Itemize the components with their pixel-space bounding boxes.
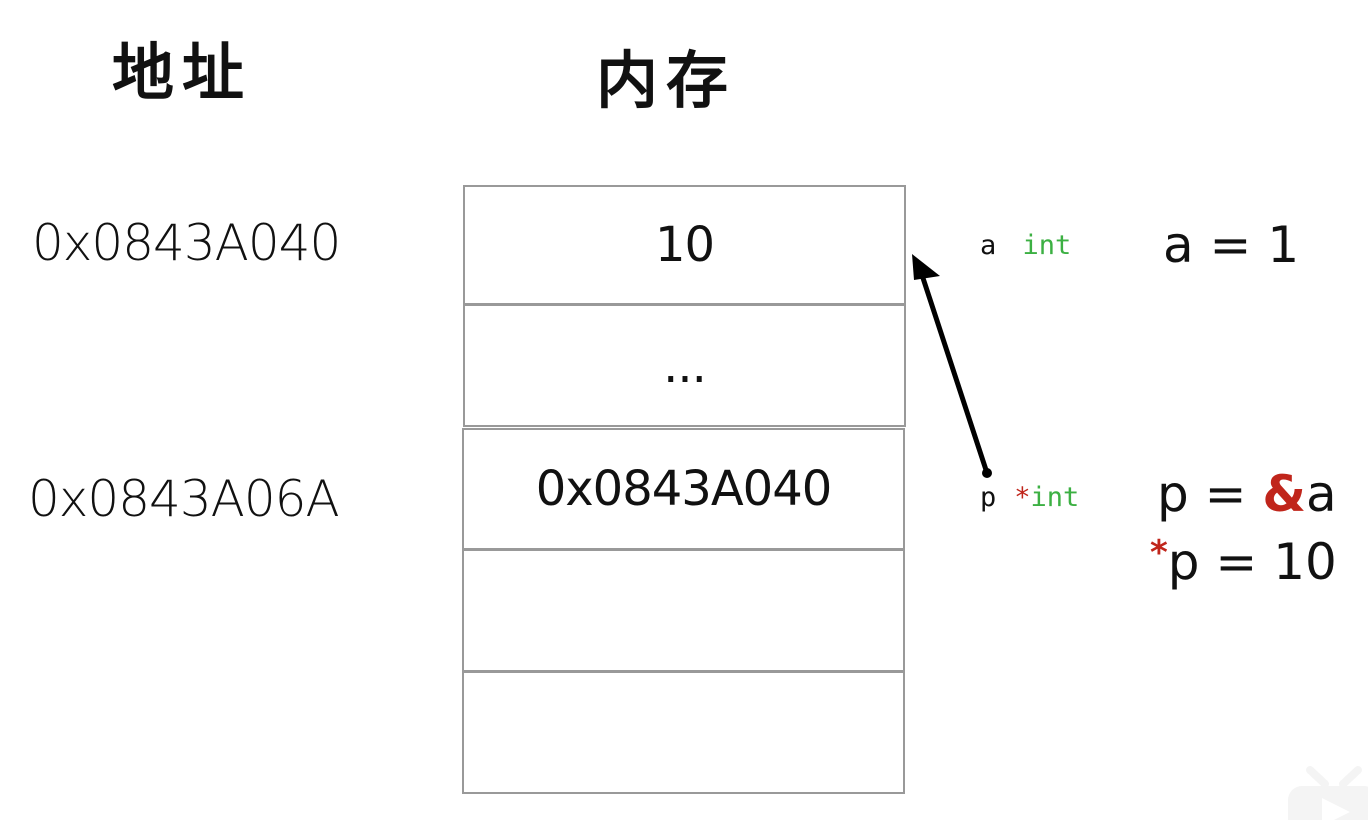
- memory-cell-empty-2: [462, 671, 905, 794]
- variable-type: int: [1022, 230, 1072, 261]
- memory-cell-empty-1: [462, 549, 905, 672]
- expr-text: p =: [1157, 465, 1263, 523]
- expression-a-assign: a = 1: [1163, 216, 1300, 274]
- memory-cell-p: 0x0843A040: [462, 428, 905, 550]
- pointer-star: *: [1014, 482, 1031, 513]
- variable-p: p *int: [980, 482, 1079, 513]
- variable-type: int: [1030, 482, 1080, 513]
- address-of-operator: &: [1262, 465, 1307, 523]
- address-label-a: 0x0843A040: [32, 214, 341, 272]
- memory-header: 内存: [596, 44, 737, 117]
- memory-cell-gap: ...: [463, 304, 906, 427]
- expr-text: a: [1306, 465, 1337, 523]
- expression-deref-assign: *p = 10: [1150, 533, 1337, 591]
- variable-a: a int: [980, 230, 1071, 261]
- variable-name: p: [980, 482, 997, 513]
- variable-name: a: [980, 230, 997, 261]
- memory-cell-a: 10: [463, 185, 906, 305]
- address-header: 地址: [112, 36, 253, 109]
- address-label-p: 0x0843A06A: [28, 470, 340, 528]
- pointer-arrow: [912, 254, 992, 478]
- tv-logo-icon: [1288, 766, 1368, 820]
- expr-text: p = 10: [1167, 533, 1337, 591]
- expression-p-assign: p = &a: [1157, 465, 1337, 523]
- dereference-operator: *: [1150, 533, 1168, 573]
